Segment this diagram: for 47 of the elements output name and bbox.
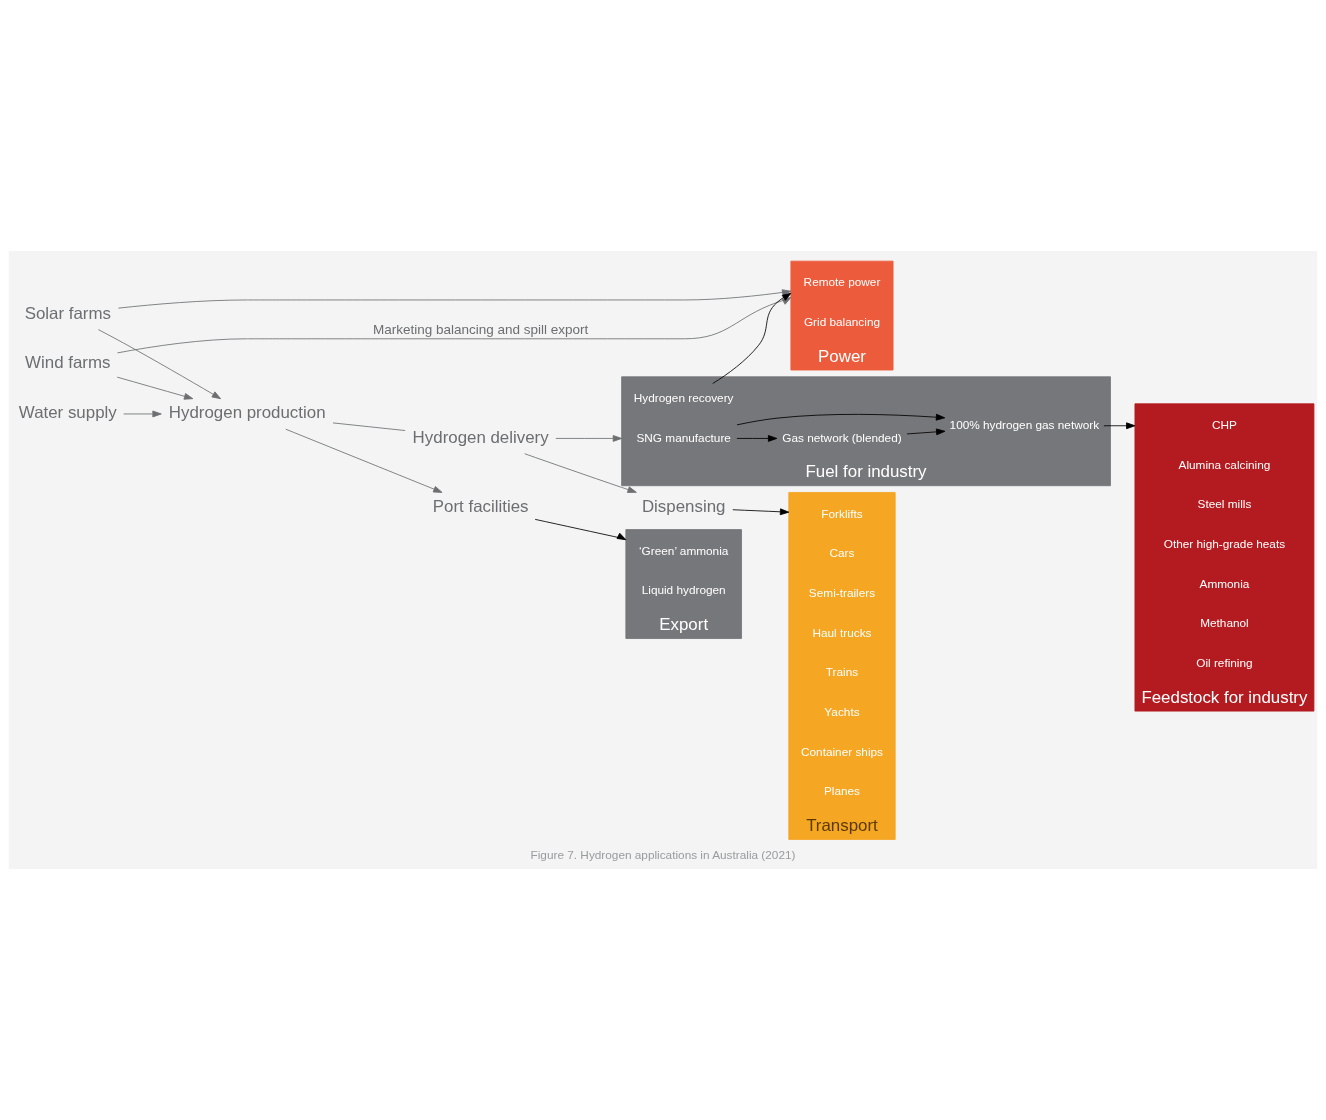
connector (332, 422, 406, 431)
node-text: SNG manufacture (636, 430, 731, 445)
node-text: Port facilities (432, 496, 529, 516)
arrow (906, 428, 946, 436)
node-text: Hydrogen delivery (412, 427, 549, 447)
node-text: Solar farms (24, 303, 111, 323)
arrow (736, 435, 778, 442)
arrow (117, 297, 792, 354)
node-text: Cars (829, 546, 855, 561)
node-text: Alumina calcining (1178, 457, 1271, 472)
arrow (116, 376, 194, 400)
arrow (123, 410, 162, 418)
node-text: 100% hydrogen gas network (949, 417, 1100, 432)
node-text: Water supply (18, 403, 117, 423)
arrow (117, 289, 792, 309)
node-text: Semi-trailers (808, 585, 876, 600)
arrow (285, 428, 443, 493)
node-text: Gas network (blended) (782, 430, 902, 445)
node-text: Methanol (1200, 616, 1249, 631)
node-text: Haul trucks (812, 625, 872, 640)
edge-label: Marketing balancing and spill export (372, 322, 589, 338)
node-text: CHP (1211, 417, 1237, 432)
node-text: Liquid hydrogen (641, 583, 726, 598)
arrow (1103, 422, 1136, 430)
node-text: Planes (823, 784, 861, 799)
node-text: Other high-grade heats (1163, 536, 1286, 551)
arrow (534, 518, 627, 541)
node-text: Trains (825, 665, 859, 680)
arrow (524, 453, 637, 493)
node-text: Steel mills (1197, 497, 1252, 512)
node-text: Forklifts (821, 506, 863, 521)
node-text: Dispensing (641, 496, 726, 516)
caption: Figure 7. Hydrogen applications in Australia (2021) (530, 848, 796, 863)
node-text: Ammonia (1199, 576, 1250, 591)
arrow (732, 508, 790, 516)
node-text: Oil refining (1196, 655, 1253, 670)
arrow (97, 329, 222, 400)
arrow (736, 413, 946, 426)
node-text: Hydrogen production (168, 403, 326, 423)
node-text: Yachts (824, 704, 860, 719)
node-text: ‘Green’ ammonia (638, 543, 729, 558)
node-text: Grid balancing (803, 314, 881, 329)
node-text: Hydrogen recovery (633, 390, 734, 405)
arrow (555, 435, 623, 442)
node-text: Wind farms (25, 352, 111, 372)
node-text: Remote power (803, 275, 881, 290)
node-text: Container ships (801, 744, 883, 759)
